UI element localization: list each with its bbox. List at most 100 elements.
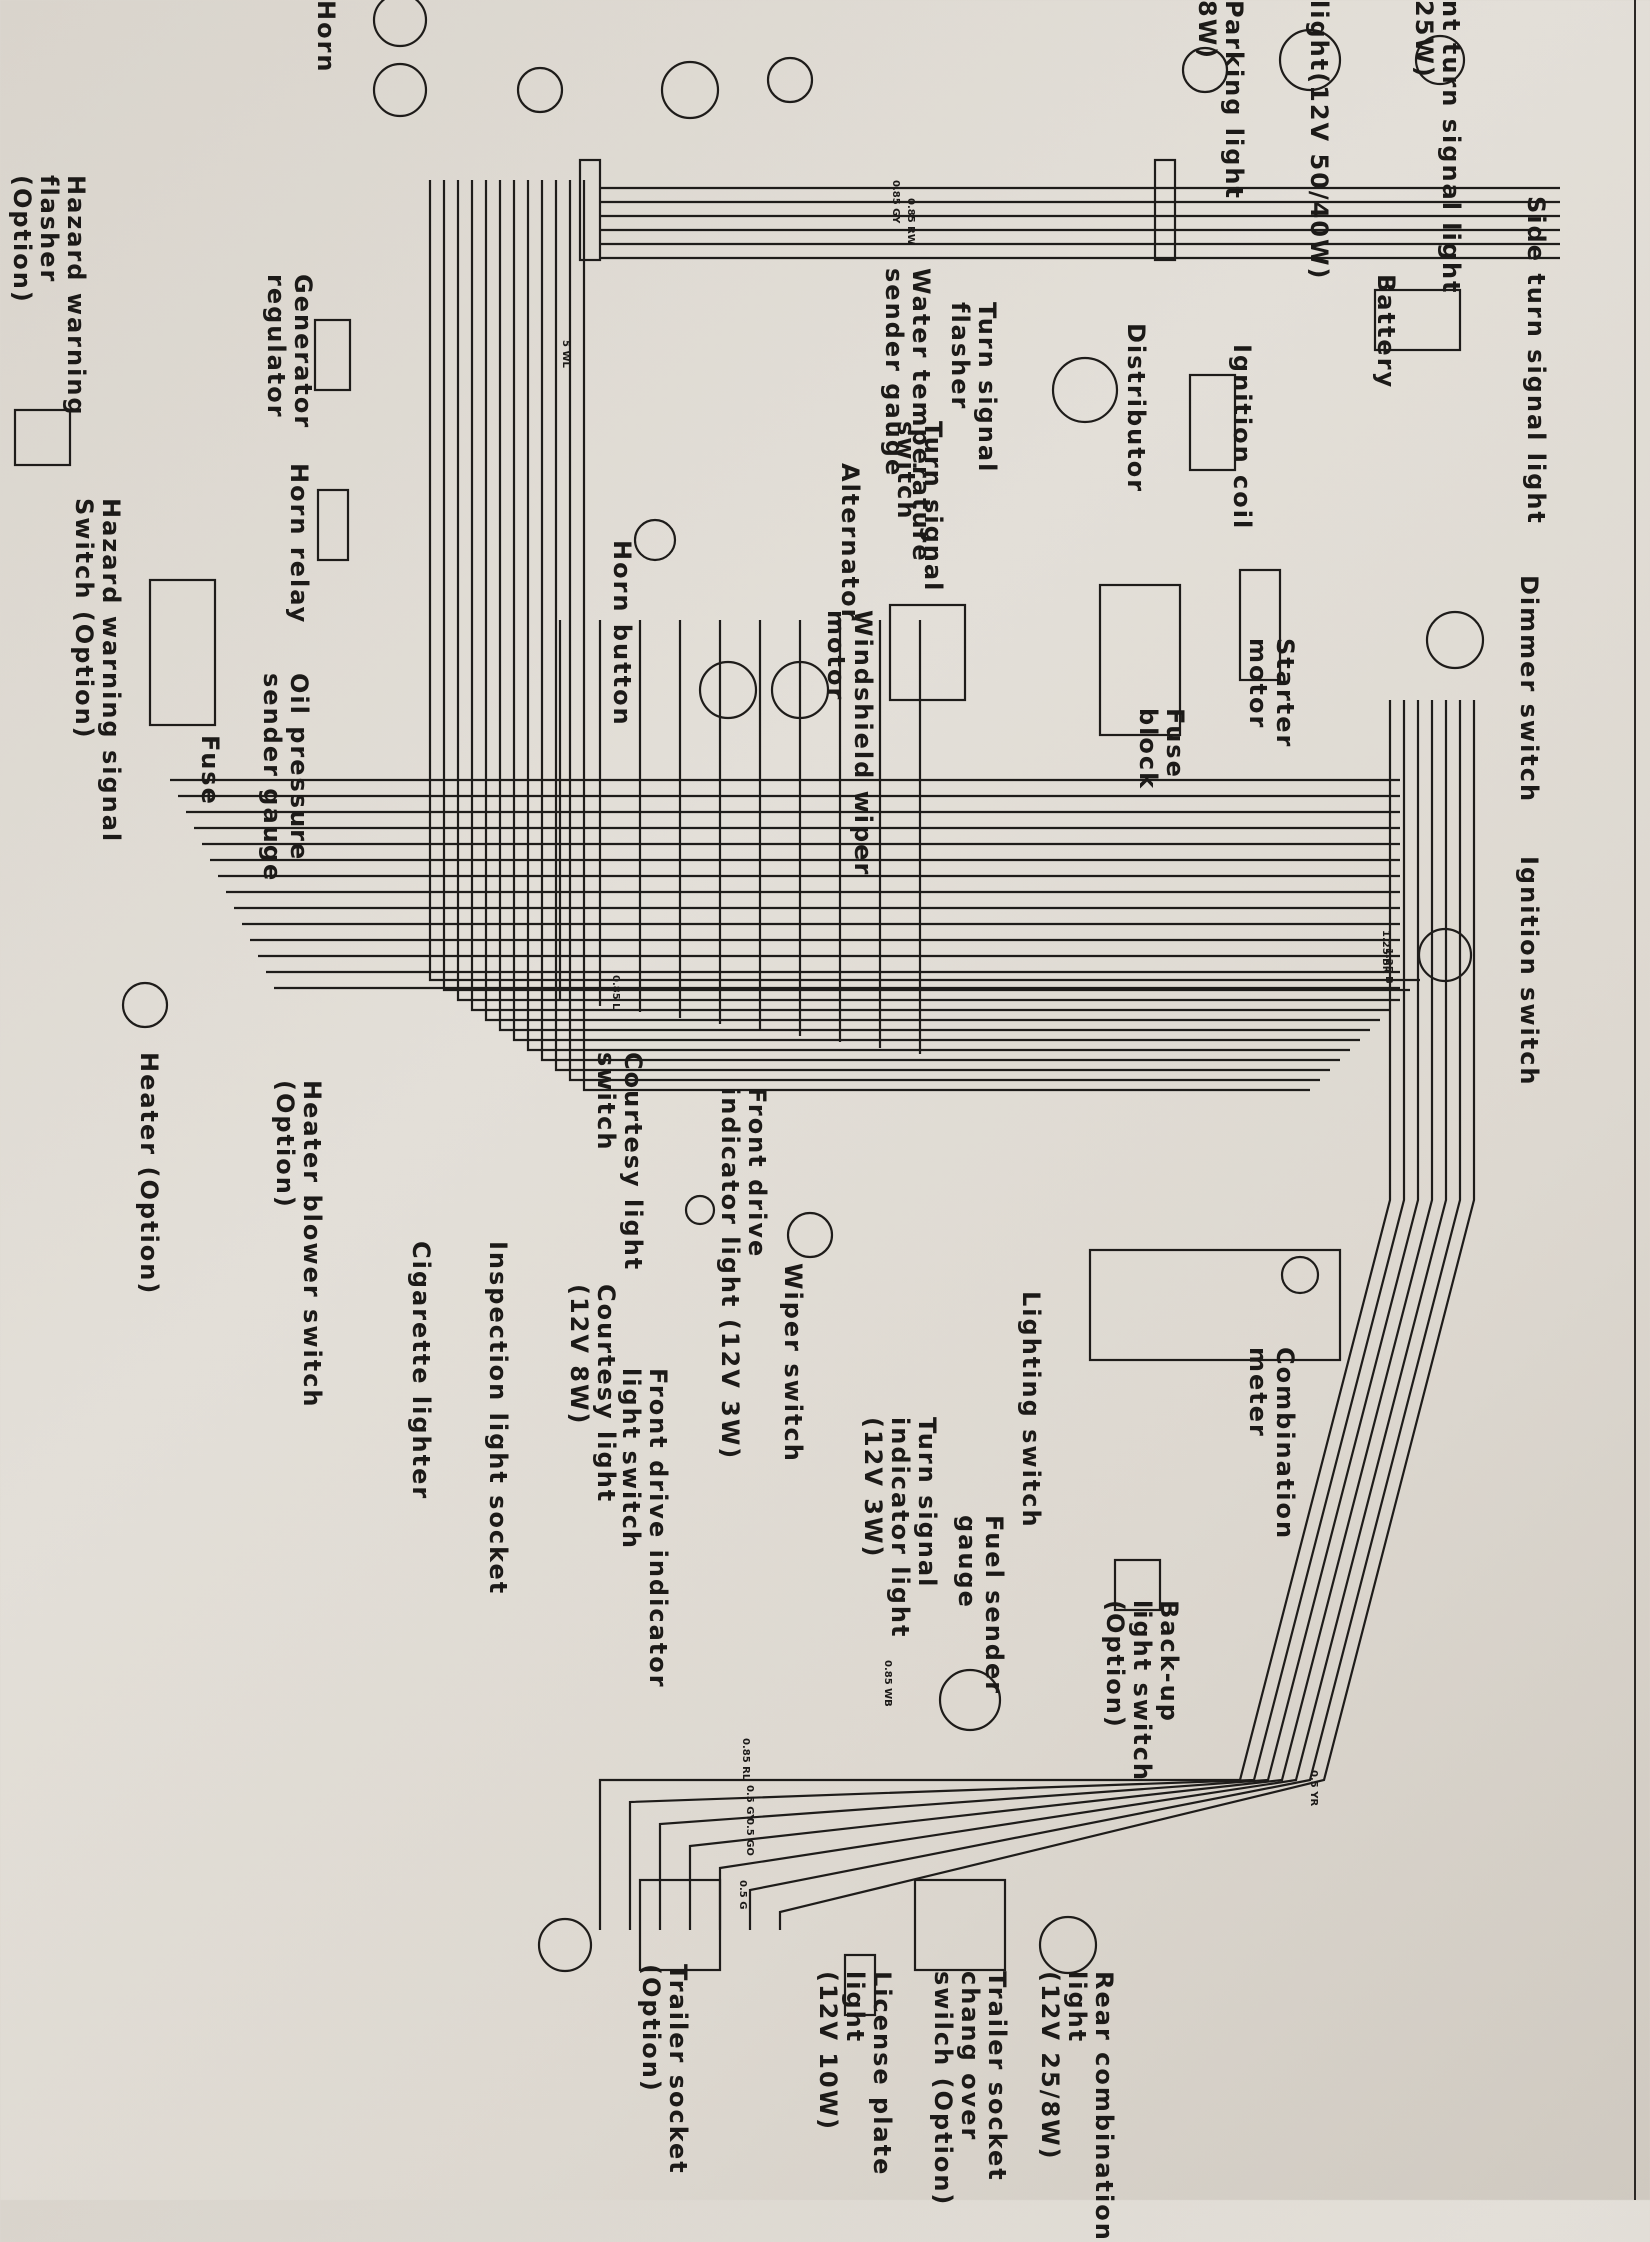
label-line: Courtesy light: [592, 1284, 620, 1504]
wire: [484, 180, 1380, 1022]
wire: [512, 180, 1360, 1042]
label-cigarette: Cigarette lighter: [407, 1241, 435, 1501]
label-line: (12V 25/8W): [1036, 1971, 1064, 2161]
wire-code: 1.25 BR: [1380, 930, 1391, 974]
label-line: light switch: [1128, 1600, 1156, 1783]
label-line: Ignition switch: [1515, 856, 1543, 1087]
head-lamp-icon: [1278, 28, 1342, 92]
rear-combination-lamp-icon: [1038, 1915, 1098, 1975]
wire: [582, 180, 1310, 1092]
combination-meter-icon: [1088, 1248, 1342, 1362]
label-line: Trailer socket: [983, 1971, 1011, 2182]
wire: [658, 700, 1420, 1930]
label-line: Fuel sender: [980, 1515, 1008, 1696]
label-line: Fuse: [196, 735, 224, 806]
label-line: motor: [1244, 638, 1272, 730]
label-line: Turn signal: [919, 421, 947, 593]
horn-button-icon: [633, 518, 677, 562]
label-line: switch: [892, 421, 920, 521]
wire-code: 0.5 YR: [1308, 1770, 1319, 1807]
wire: [428, 180, 1420, 982]
label-line: nt turn signal light: [1437, 0, 1465, 295]
label-trailer-socket: Trailer socket(Option): [637, 1964, 692, 2175]
label-line: (12V 3W): [859, 1417, 887, 1559]
wiper-switch-icon: [786, 1211, 834, 1259]
wire: [778, 700, 1476, 1930]
battery-icon: [1373, 288, 1462, 352]
label-line: block: [1134, 708, 1162, 791]
label-line: Cigarette lighter: [407, 1241, 435, 1501]
label-side-turn: Side turn signal light: [1522, 196, 1550, 525]
label-line: Windshield wiper: [849, 610, 877, 877]
label-horn-button: Horn button: [608, 540, 636, 727]
label-line: light: [1063, 1971, 1091, 2044]
label-line: Side turn signal light: [1522, 196, 1550, 525]
backup-switch-icon: [1113, 1558, 1162, 1612]
wire-code: 0.5 GO: [744, 1818, 755, 1856]
label-line: (Option): [8, 175, 36, 304]
fuel-sender-icon: [938, 1668, 1002, 1732]
connector-front-left-icon: [578, 158, 602, 262]
label-line: Hazard warning: [62, 175, 90, 417]
label-line: Trailer socket: [664, 1964, 692, 2175]
wire-code: 0.85 RW: [905, 198, 916, 245]
label-horn-relay: Horn relay: [285, 463, 313, 624]
wire: [748, 700, 1462, 1930]
front-drive-light-icon: [684, 1194, 716, 1226]
wiper-motor-2-icon: [770, 660, 830, 720]
label-line: Turn signal: [913, 1417, 941, 1589]
label-line: Rear combination: [1090, 1971, 1118, 2242]
label-line: chang over: [956, 1971, 984, 2142]
wire-code: 0.5 GY: [744, 1785, 755, 1822]
label-line: Combination: [1271, 1347, 1299, 1541]
label-line: Fuse: [1161, 708, 1189, 779]
label-line: indicator light (12V 3W): [716, 1087, 744, 1461]
wire-code: 5 WL: [560, 340, 571, 368]
label-ignition-switch: Ignition switch: [1515, 856, 1543, 1087]
label-line: Dimmer switch: [1515, 575, 1543, 804]
turn-signal-switch-icon: [888, 603, 967, 702]
parking-lamp-icon: [1181, 46, 1229, 94]
label-line: 8W): [1193, 0, 1221, 61]
label-line: Heater (Option): [135, 1052, 163, 1296]
license-plate-lamp-icon: [843, 1953, 877, 2017]
wire: [540, 180, 1340, 1062]
wiper-motor-1-icon: [698, 660, 758, 720]
wire-code: 0.85 WB: [882, 1660, 893, 1707]
connector-front-right-icon: [1153, 158, 1177, 262]
label-line: (Option): [1101, 1600, 1129, 1729]
label-lighting-switch: Lighting switch: [1017, 1291, 1045, 1529]
label-line: Parking light: [1220, 0, 1248, 200]
label-line: sender gauge: [258, 673, 286, 883]
label-battery: Battery: [1372, 274, 1400, 389]
label-line: Hazard warning signal: [97, 498, 125, 844]
label-fuse-small: Fuse: [196, 735, 224, 806]
label-line: Courtesy light: [619, 1052, 647, 1272]
label-dimmer: Dimmer switch: [1515, 575, 1543, 804]
label-heater: Heater (Option): [135, 1052, 163, 1296]
label-line: Lighting switch: [1017, 1291, 1045, 1529]
label-line: Distributor: [1122, 323, 1150, 494]
label-line: light(12V 50/40W): [1305, 0, 1333, 281]
label-courtesy-light: Courtesy light(12V 8W): [565, 1284, 620, 1504]
wire: [568, 180, 1320, 1082]
label-line: (12V 10W): [814, 1971, 842, 2132]
label-line: flasher: [35, 175, 63, 284]
wire-code: 0.85 L: [610, 975, 621, 1010]
ignition-switch-icon: [1417, 927, 1473, 983]
label-line: flasher: [946, 302, 974, 411]
